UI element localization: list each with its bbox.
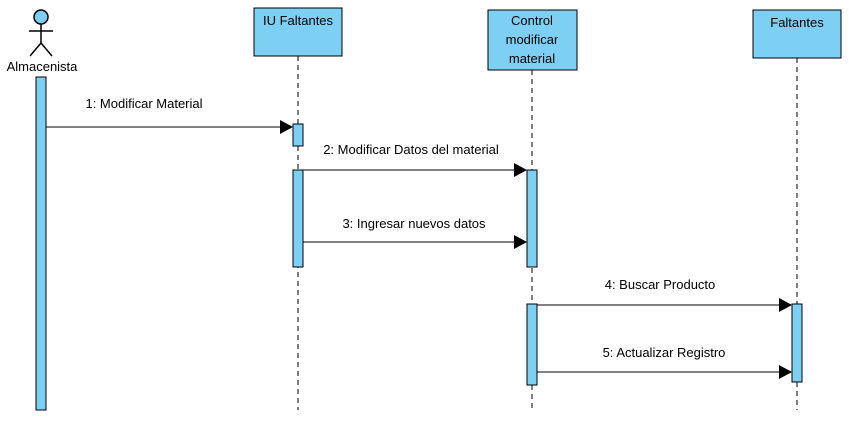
message-label: 2: Modificar Datos del material [323, 142, 499, 157]
actor-label: Almacenista [7, 59, 79, 74]
participant-label: Faltantes [770, 15, 824, 30]
activation-faltantes [791, 303, 803, 383]
actor-icon [29, 9, 53, 57]
arrowhead-icon [514, 163, 527, 177]
message-label: 4: Buscar Producto [605, 277, 716, 292]
message-label: 5: Actualizar Registro [603, 345, 726, 360]
message-5: 5: Actualizar Registro [537, 345, 792, 379]
message-4: 4: Buscar Producto [537, 277, 792, 312]
message-1: 1: Modificar Material [46, 96, 293, 134]
participant-label-line: Control [511, 13, 553, 28]
participant-iu-faltantes: IU Faltantes [253, 7, 343, 57]
activation-iu-2 [292, 169, 304, 268]
activation-iu-1 [292, 123, 304, 147]
activation-control-1 [526, 169, 538, 268]
participant-label-line: material [509, 51, 555, 66]
arrowhead-icon [779, 365, 792, 379]
arrowhead-icon [514, 235, 527, 249]
message-label: 3: Ingresar nuevos datos [342, 216, 486, 231]
activation-control-2 [526, 303, 538, 386]
participant-faltantes: Faltantes [752, 9, 842, 59]
message-label: 1: Modificar Material [85, 96, 202, 111]
participant-label-line: modificar [506, 32, 559, 47]
arrowhead-icon [779, 298, 792, 312]
message-3: 3: Ingresar nuevos datos [303, 216, 527, 249]
message-2: 2: Modificar Datos del material [303, 142, 527, 177]
participant-label: IU Faltantes [263, 13, 334, 28]
participant-control-modificar-material: Control modificar material [487, 9, 578, 71]
arrowhead-icon [280, 120, 293, 134]
activation-actor [35, 76, 47, 411]
